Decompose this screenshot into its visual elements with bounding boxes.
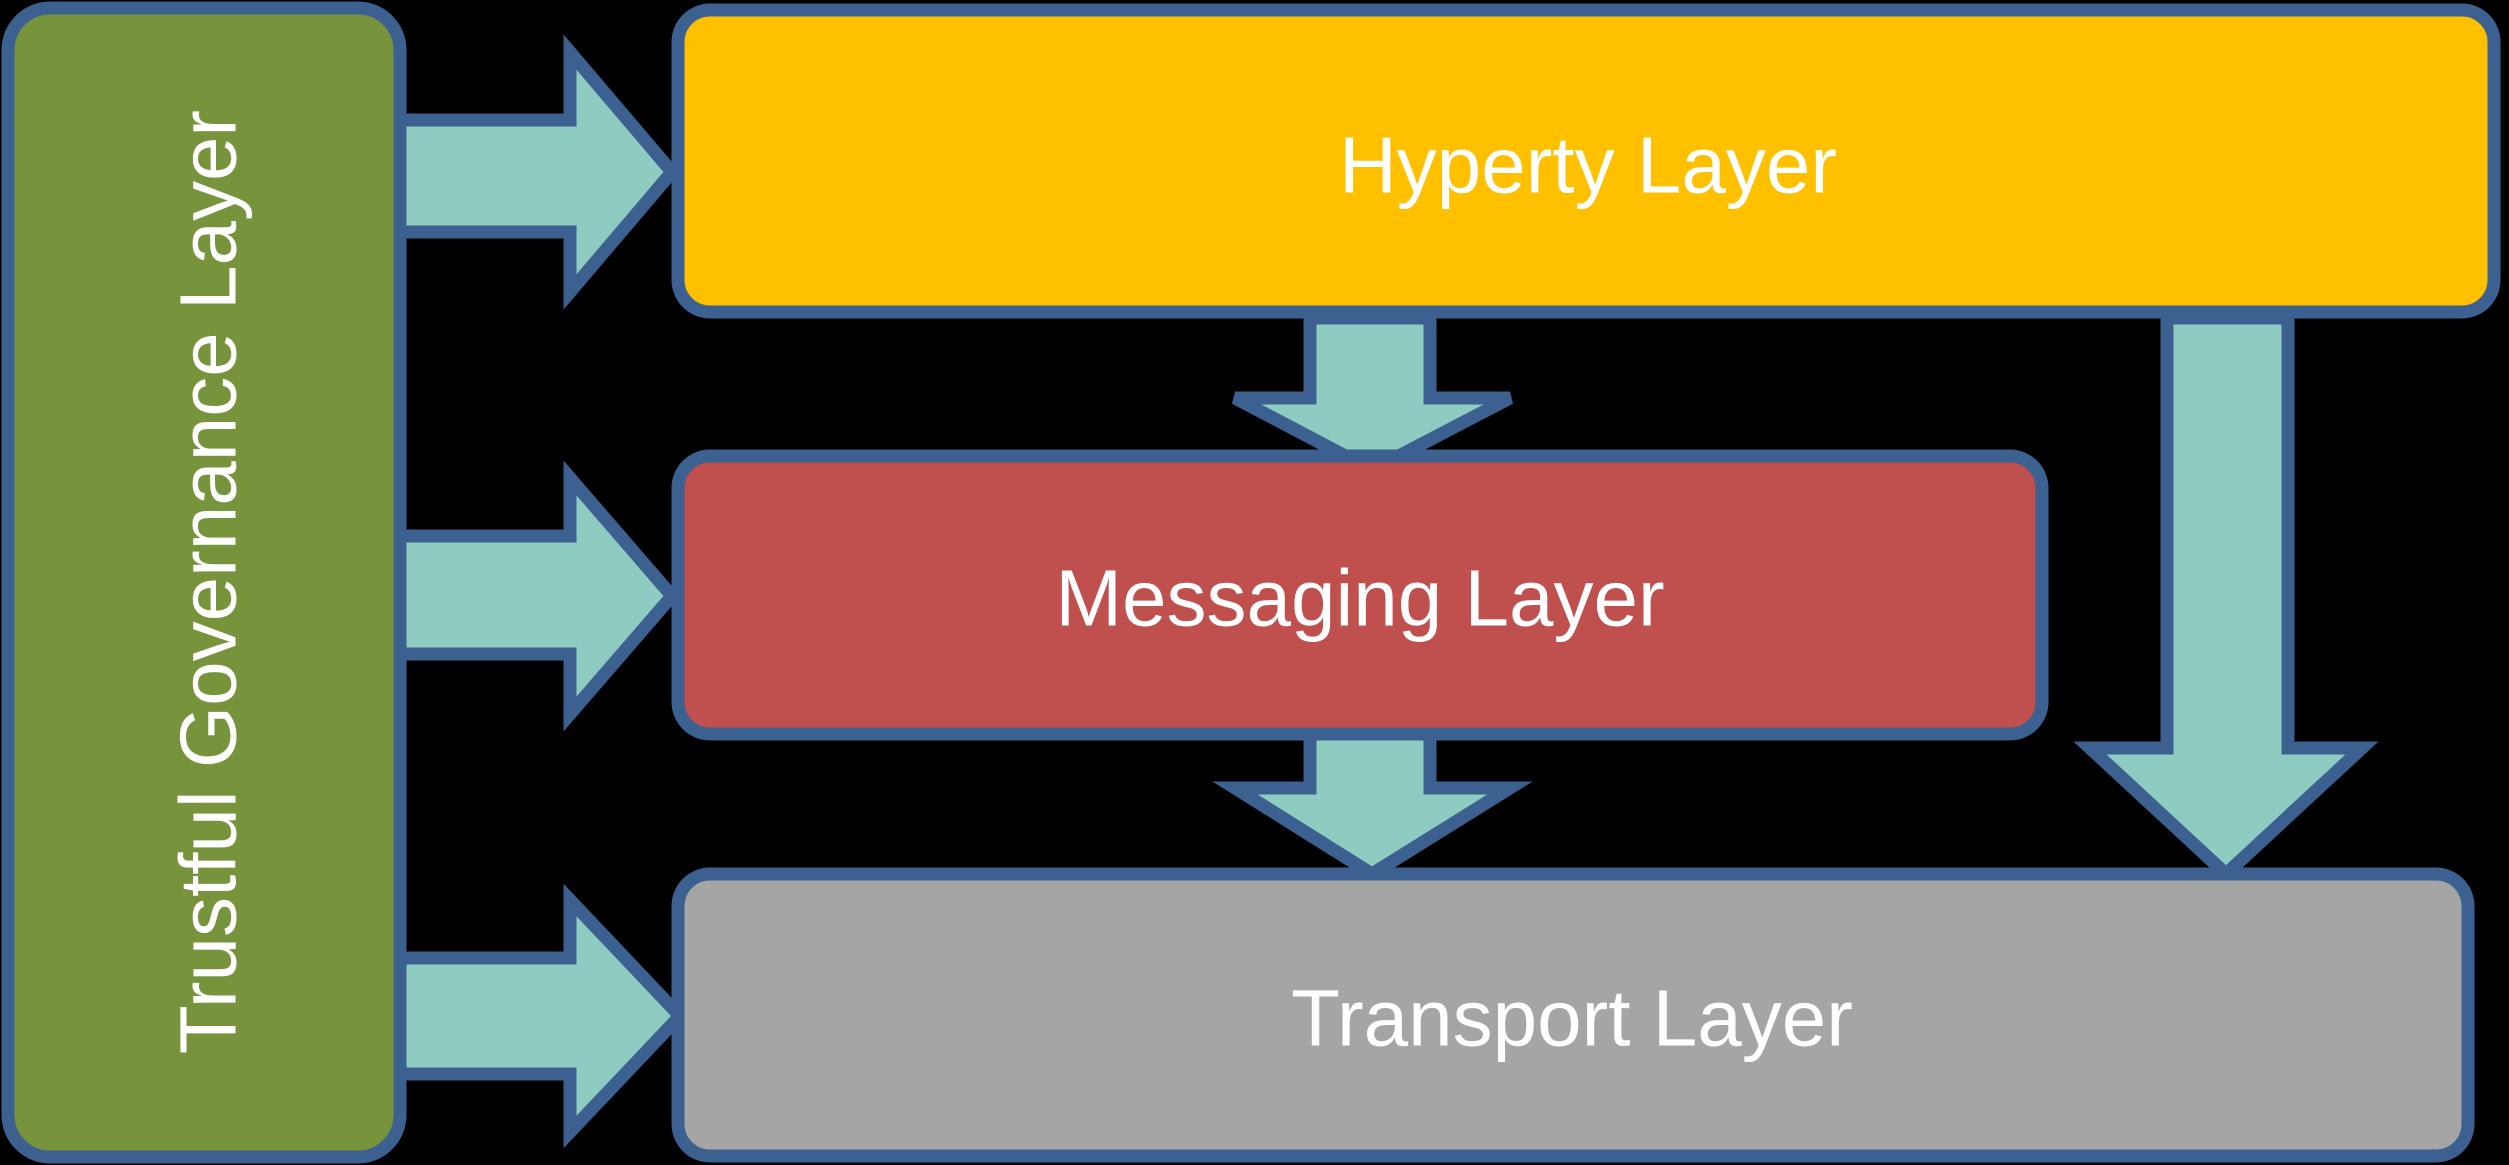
messaging-layer-box: Messaging Layer bbox=[671, 449, 2049, 741]
arrow-hyperty-to-messaging bbox=[1231, 311, 1514, 478]
transport-layer-label: Transport Layer bbox=[1291, 974, 1853, 1063]
governance-layer-box: Trustful Governance Layer bbox=[1, 1, 407, 1164]
arrow-governance-to-transport bbox=[391, 883, 689, 1149]
transport-layer-shape bbox=[671, 867, 2475, 1163]
arrow-hyperty-to-transport bbox=[2073, 311, 2379, 883]
transport-layer-box: Transport Layer bbox=[671, 867, 2475, 1163]
governance-layer-shape bbox=[1, 1, 407, 1164]
messaging-layer-label: Messaging Layer bbox=[1055, 554, 1664, 643]
arrows bbox=[391, 34, 2379, 1149]
hyperty-layer-box: Hyperty Layer bbox=[671, 3, 2501, 319]
hyperty-layer-shape bbox=[671, 3, 2501, 319]
arrow-governance-to-hyperty bbox=[391, 34, 681, 310]
messaging-layer-shape bbox=[671, 449, 2049, 741]
governance-layer-label: Trustful Governance Layer bbox=[164, 110, 253, 1054]
hyperty-layer-label: Hyperty Layer bbox=[1339, 121, 1837, 210]
arrow-governance-to-messaging bbox=[391, 460, 681, 732]
arrow-messaging-to-transport bbox=[1212, 721, 1533, 882]
